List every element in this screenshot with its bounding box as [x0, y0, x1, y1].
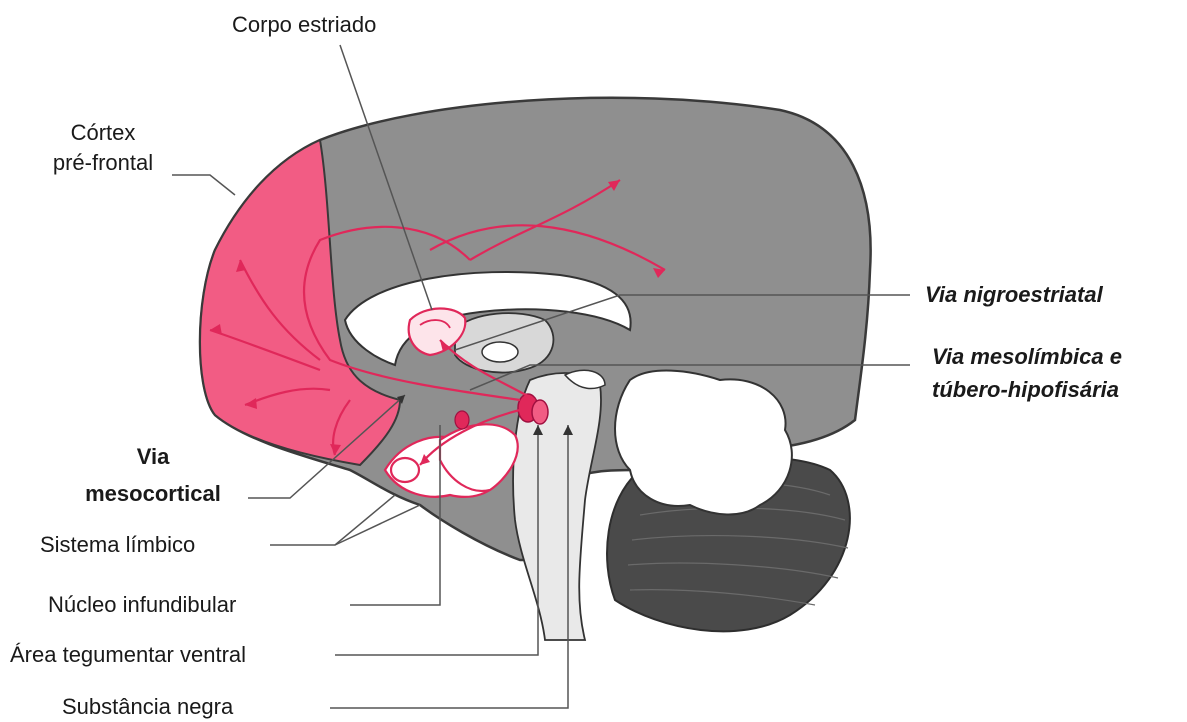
label-via-mesocortical: Via mesocortical [58, 438, 248, 512]
label-mesolimbica-line2: túbero-hipofisária [932, 373, 1122, 406]
pineal-area [482, 342, 518, 362]
label-cortex-line2: pré-frontal [28, 148, 178, 178]
white-region [615, 371, 792, 515]
label-mesocortical-line1: Via [58, 438, 248, 475]
leader-sistema-limbico-a [270, 495, 395, 545]
leader-cortex [172, 175, 235, 195]
label-cortex-prefrontal: Córtex pré-frontal [28, 118, 178, 178]
label-nucleo-infundibular: Núcleo infundibular [48, 590, 236, 620]
leader-sistema-limbico-b [335, 505, 420, 545]
label-sistema-limbico: Sistema límbico [40, 530, 195, 560]
label-corpo-estriado: Corpo estriado [232, 10, 376, 40]
infundibular-nucleus [455, 411, 469, 429]
label-area-tegumentar: Área tegumentar ventral [10, 640, 246, 670]
label-via-mesolimbica: Via mesolímbica e túbero-hipofisária [932, 340, 1122, 406]
label-mesocortical-line2: mesocortical [58, 475, 248, 512]
label-via-nigroestriatal: Via nigroestriatal [925, 280, 1103, 310]
substantia-nigra-nucleus [532, 400, 548, 424]
amygdala [391, 458, 419, 482]
label-mesolimbica-line1: Via mesolímbica e [932, 340, 1122, 373]
label-cortex-line1: Córtex [28, 118, 178, 148]
label-substancia-negra: Substância negra [62, 692, 233, 722]
